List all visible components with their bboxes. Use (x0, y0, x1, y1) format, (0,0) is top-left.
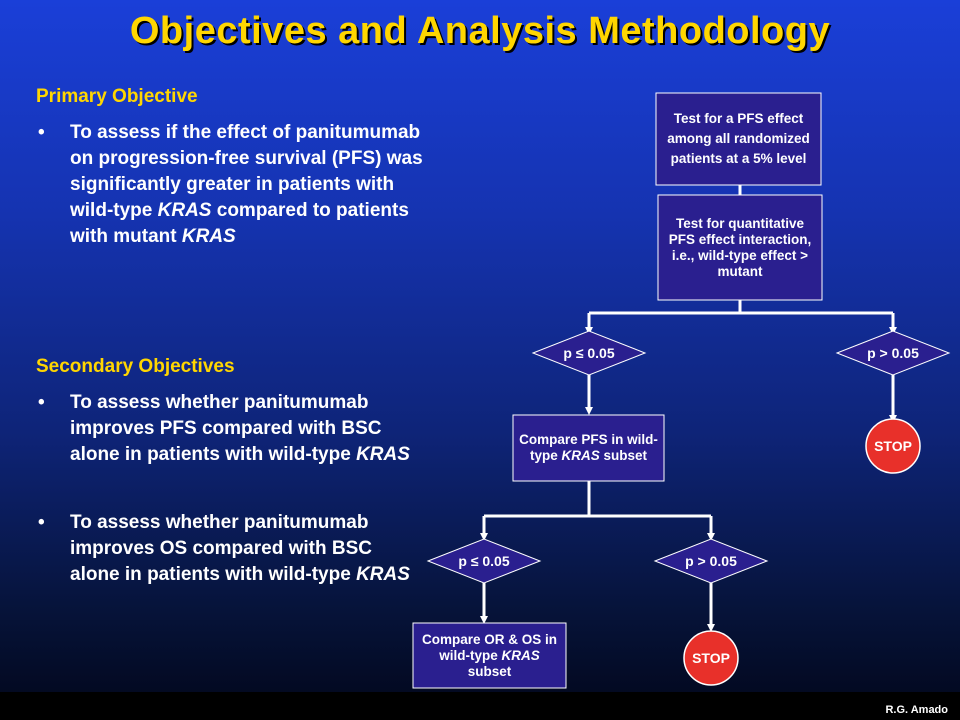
stop-circle-2 (683, 630, 739, 686)
interaction-test-label: Test for quantitative PFS effect interac… (668, 215, 812, 279)
secondary-objectives-heading: Secondary Objectives (36, 356, 235, 377)
bullet-icon: • (38, 512, 45, 533)
kras-term: KRAS (181, 226, 236, 247)
secondary-text-part: To assess whether panitumumab improves P… (70, 392, 382, 465)
primary-text-part: To assess if the effect of panitumumab o… (70, 122, 423, 221)
kras-term: KRAS (561, 448, 600, 463)
secondary-text-part: To assess whether panitumumab improves O… (70, 512, 372, 585)
decision-not-significant-2 (653, 538, 769, 584)
footer-bar (0, 692, 960, 720)
compare-pfs-post: subset (599, 448, 648, 463)
compare-pfs-text: Compare PFS in wild-type KRAS subset (517, 432, 660, 464)
compare-pfs-pre: Compare PFS in wild-type (519, 432, 658, 463)
decision-significant-2 (426, 538, 542, 584)
kras-term: KRAS (501, 647, 540, 663)
bullet-icon: • (38, 392, 45, 413)
primary-objective-text: To assess if the effect of panitumumab o… (70, 120, 425, 250)
compare-or-os-post: subset (467, 663, 512, 679)
pfs-all-patients-label: Test for a PFS effect among all randomiz… (667, 111, 810, 166)
author-credit: R.G. Amado (885, 704, 948, 716)
compare-pfs-label: Compare PFS in wild-type KRAS subset (517, 417, 660, 479)
decision-significant-1-label: p ≤ 0.05 (563, 345, 615, 361)
compare-or-os-pre: Compare OR & OS in wild-type (421, 631, 558, 663)
kras-term: KRAS (356, 444, 410, 465)
kras-term: KRAS (157, 200, 212, 221)
secondary-objective-2-text: To assess whether panitumumab improves O… (70, 510, 425, 588)
compare-pfs-box (512, 414, 665, 482)
decision-not-significant-2-label: p > 0.05 (685, 553, 737, 569)
stop-circle-1 (865, 418, 921, 474)
secondary-objective-1-text: To assess whether panitumumab improves P… (70, 390, 425, 468)
slide-title: Objectives and Analysis Methodology (129, 10, 831, 52)
pfs-all-patients-box (655, 92, 822, 186)
decision-significant-2-label: p ≤ 0.05 (458, 553, 510, 569)
stop-2-label: STOP (692, 650, 730, 666)
decision-not-significant-1-label: p > 0.05 (867, 345, 919, 361)
bullet-icon: • (38, 122, 45, 143)
compare-or-os-label: Compare OR & OS in wild-type KRAS subset (417, 625, 562, 686)
kras-term: KRAS (356, 564, 410, 585)
compare-or-os-text: Compare OR & OS in wild-type KRAS subset (417, 632, 562, 680)
decision-significant-1 (531, 330, 647, 376)
stop-1-label: STOP (874, 438, 912, 454)
interaction-test-box (657, 194, 823, 301)
primary-text-part: compared to patients with mutant (70, 200, 409, 247)
compare-or-os-box (412, 622, 567, 689)
decision-not-significant-1 (835, 330, 951, 376)
primary-objective-heading: Primary Objective (36, 86, 198, 107)
